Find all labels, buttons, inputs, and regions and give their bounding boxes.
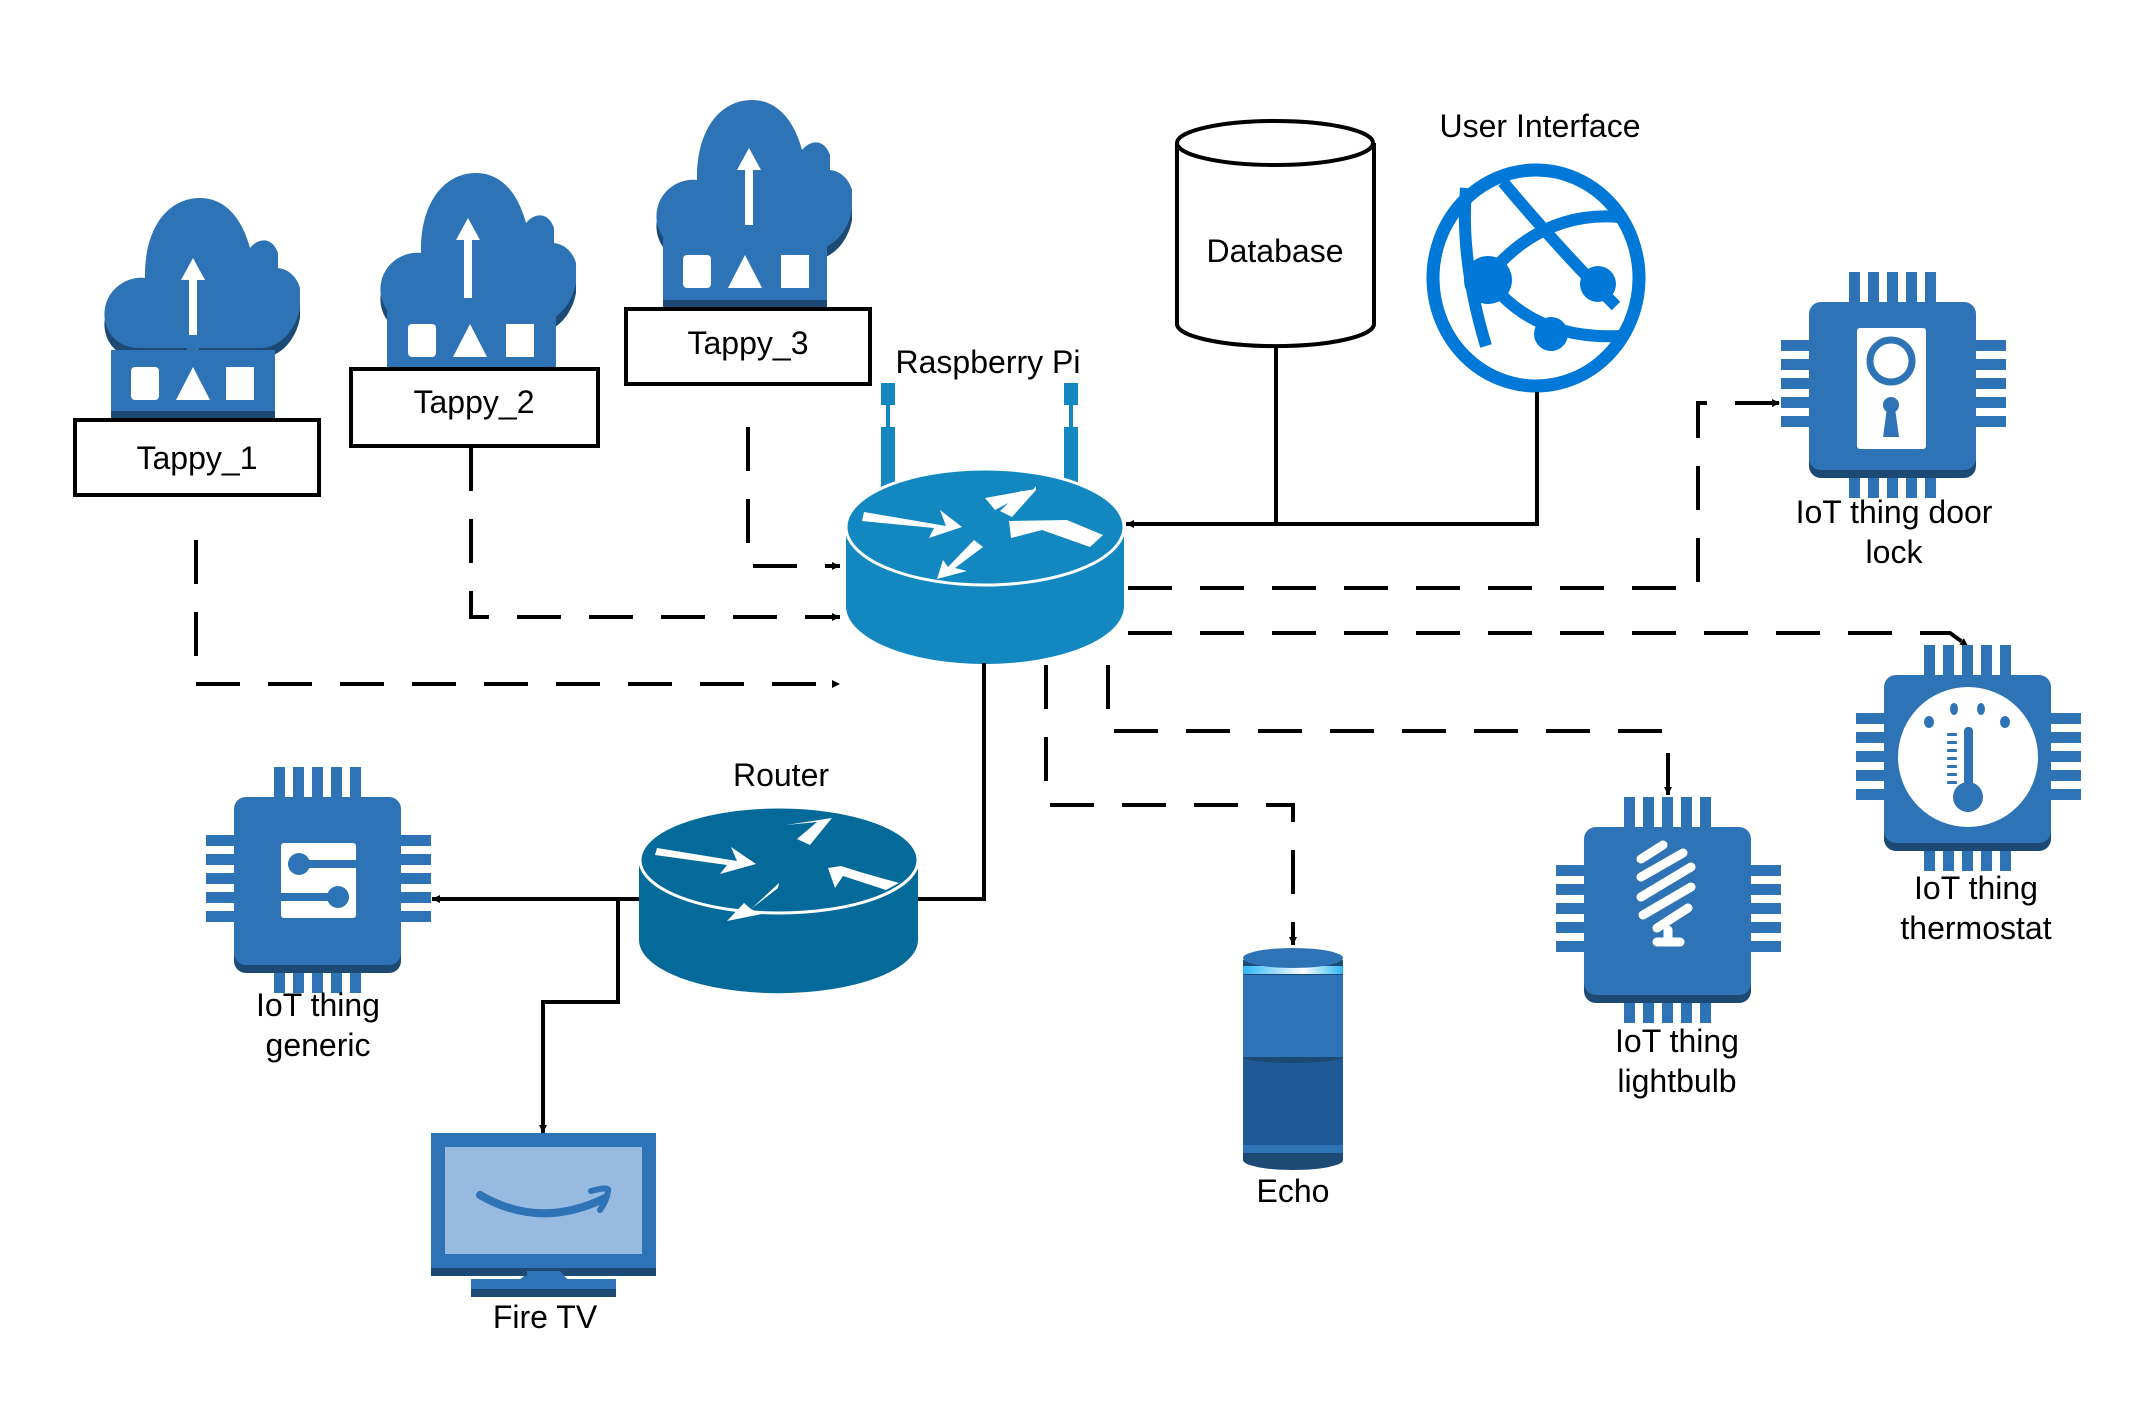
tappy-2-node[interactable]: Tappy_2: [349, 173, 600, 448]
generic-node[interactable]: IoT thing generic: [206, 767, 431, 1063]
database-node[interactable]: Database: [1175, 119, 1376, 349]
tappy-3-node[interactable]: Tappy_3: [624, 100, 872, 386]
iot-cloud-upload-icon: [656, 100, 852, 308]
door-lock-label-line-1: IoT thing door: [1796, 494, 1993, 530]
echo-label: Echo: [1257, 1173, 1330, 1209]
edge-tappy-3-to-rpi: [746, 427, 840, 570]
thermostat-label-line-2: thermostat: [1900, 910, 2051, 946]
edge-rpi-to-lightbulb: [1106, 665, 1672, 795]
user-interface-node[interactable]: User Interface: [1426, 108, 1646, 393]
web-app-globe-icon: [1426, 163, 1646, 393]
chip-lightbulb-icon: [1556, 797, 1781, 1023]
edge-ui-to-rpi: [1126, 392, 1539, 528]
edge-tappy-1-to-rpi: [194, 540, 840, 688]
edge-tappy-2-to-rpi: [469, 447, 840, 621]
user-interface-label: User Interface: [1440, 108, 1641, 144]
edge-rpi-to-router: [918, 663, 986, 901]
echo-speaker-icon: [1243, 948, 1343, 1170]
chip-generic-icon: [206, 767, 431, 993]
edge-rpi-to-thermostat: [1128, 631, 1970, 648]
thermostat-node[interactable]: IoT thing thermostat: [1856, 645, 2081, 946]
edge-rpi-to-echo: [1044, 665, 1297, 945]
fire-tv-node[interactable]: Fire TV: [431, 1133, 656, 1335]
iot-cloud-upload-icon: [380, 173, 576, 370]
router-icon: [638, 805, 920, 994]
raspberry-pi-node[interactable]: Raspberry Pi: [844, 344, 1126, 664]
edge-router-to-fire-tv: [539, 899, 620, 1133]
database-cylinder-icon: [1175, 119, 1376, 349]
chip-door-lock-icon: [1781, 272, 2006, 498]
tappy-1-node[interactable]: Tappy_1: [73, 198, 321, 497]
fire-tv-label: Fire TV: [493, 1299, 598, 1335]
tappy-1-label: Tappy_1: [137, 440, 258, 476]
door-lock-node[interactable]: IoT thing door lock: [1781, 272, 2006, 570]
iot-cloud-upload-icon: [104, 198, 300, 419]
thermostat-label-line-1: IoT thing: [1914, 870, 2038, 906]
echo-node[interactable]: Echo: [1243, 948, 1343, 1209]
router-label: Router: [733, 757, 829, 793]
generic-label-line-1: IoT thing: [256, 987, 380, 1023]
lightbulb-label-line-2: lightbulb: [1617, 1063, 1736, 1099]
edge-rpi-to-door-lock: [1128, 399, 1780, 590]
chip-thermostat-icon: [1856, 645, 2081, 871]
tv-amazon-icon: [431, 1133, 656, 1297]
tappy-2-label: Tappy_2: [414, 384, 535, 420]
tappy-3-label: Tappy_3: [688, 325, 809, 361]
router-node[interactable]: Router: [638, 757, 920, 994]
raspberry-pi-label: Raspberry Pi: [896, 344, 1081, 380]
lightbulb-node[interactable]: IoT thing lightbulb: [1556, 797, 1781, 1099]
wireless-router-icon: [844, 383, 1126, 664]
lightbulb-label-line-1: IoT thing: [1615, 1023, 1739, 1059]
door-lock-label-line-2: lock: [1866, 534, 1924, 570]
database-label: Database: [1207, 233, 1344, 269]
generic-label-line-2: generic: [266, 1027, 371, 1063]
